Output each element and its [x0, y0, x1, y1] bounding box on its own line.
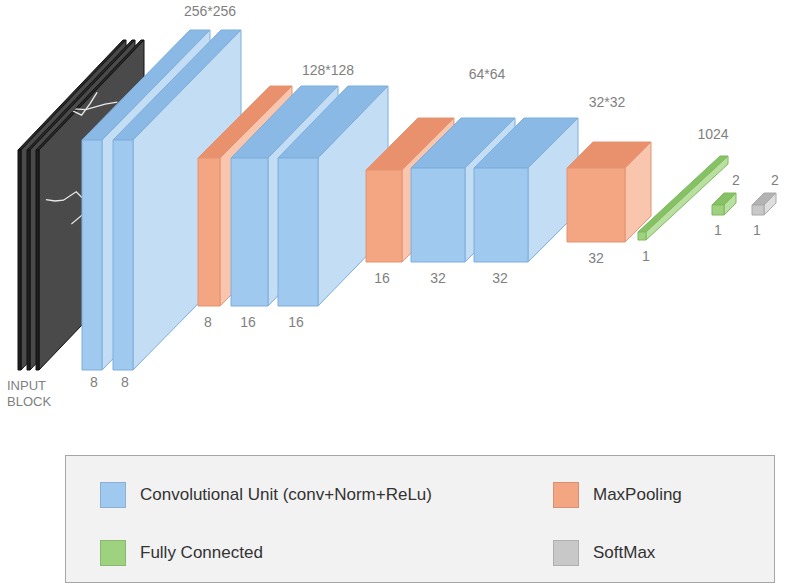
dimension-label: 2: [732, 172, 740, 189]
dimension-label: 256*256: [184, 3, 236, 20]
block-front: [411, 168, 465, 262]
dimension-label: 1: [753, 222, 761, 239]
block-front: [712, 205, 724, 215]
legend-text: Fully Connected: [140, 542, 263, 564]
dimension-label: 8: [121, 374, 129, 391]
legend-text: Convolutional Unit (conv+Norm+ReLu): [140, 484, 432, 506]
legend-swatch: [100, 482, 126, 508]
block-front: [36, 150, 39, 370]
block-front: [474, 168, 528, 262]
dimension-label: 1: [714, 222, 722, 239]
block-side: [724, 193, 736, 215]
dimension-label: 32*32: [589, 94, 626, 111]
block-side: [39, 40, 144, 370]
dimension-label: 32: [588, 250, 604, 267]
block-front: [366, 170, 402, 262]
block-front: [278, 158, 318, 306]
dimension-label: 64*64: [469, 66, 506, 83]
dimension-label: 8: [204, 314, 212, 331]
block-front: [113, 140, 133, 370]
legend-panel: [65, 455, 775, 583]
block-front: [198, 158, 220, 306]
dimension-label: 2: [771, 172, 779, 189]
legend-swatch: [100, 540, 126, 566]
legend-text: MaxPooling: [593, 484, 682, 506]
dimension-label: 16: [374, 270, 390, 287]
block-front: [231, 158, 268, 306]
dimension-label: 1: [642, 248, 650, 265]
legend-swatch: [553, 482, 579, 508]
block-side: [646, 156, 728, 240]
block-top: [638, 156, 728, 232]
dimension-label: 128*128: [302, 62, 354, 79]
dimension-label: 32: [492, 270, 508, 287]
legend-swatch: [553, 540, 579, 566]
block-front: [638, 232, 646, 240]
input-label: INPUT BLOCK: [7, 378, 59, 410]
block-front: [27, 150, 30, 370]
dimension-label: 32: [430, 270, 446, 287]
block-front: [82, 140, 102, 370]
dimension-label: 8: [90, 374, 98, 391]
block-front: [18, 150, 21, 370]
block-front: [752, 205, 764, 215]
dimension-label: 16: [288, 314, 304, 331]
dimension-label: 1024: [697, 126, 728, 143]
block-front: [567, 168, 625, 242]
block-side: [764, 193, 776, 215]
dimension-label: 16: [240, 314, 256, 331]
legend-text: SoftMax: [593, 542, 655, 564]
vessel-stroke: [41, 92, 97, 115]
